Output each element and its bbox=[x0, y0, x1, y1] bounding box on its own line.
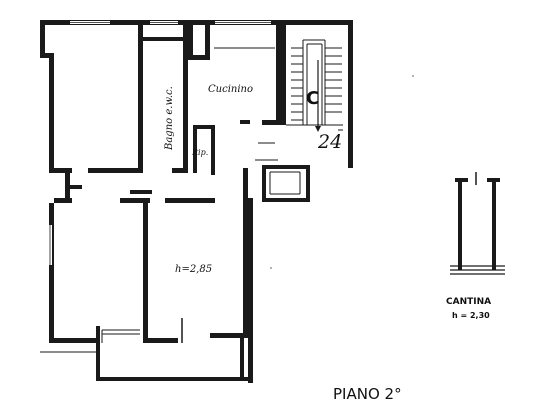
bathroom: Bagno e.w.c. bbox=[143, 21, 188, 173]
living-height-label: h=2,85 bbox=[175, 264, 212, 275]
staircase: C 24 bbox=[281, 25, 343, 153]
storage-label: Rip. bbox=[191, 148, 208, 157]
cellar-plan: CANTINA h = 2,30 bbox=[446, 172, 505, 320]
bedroom-lower bbox=[48, 203, 148, 343]
living-room: h=2,85 bbox=[148, 264, 248, 343]
cellar-title: CANTINA bbox=[446, 297, 491, 307]
stair-letter: C bbox=[306, 88, 319, 109]
storage-closet: Rip. bbox=[191, 125, 215, 175]
kitchenette: Cucinino bbox=[188, 21, 281, 125]
bedroom-upper bbox=[54, 21, 143, 173]
corridor bbox=[54, 142, 278, 203]
floor-label: PIANO 2° bbox=[333, 385, 402, 401]
shaft bbox=[262, 165, 310, 202]
unit-number: 24 bbox=[317, 131, 342, 153]
outer-walls bbox=[40, 20, 353, 383]
cellar-height: h = 2,30 bbox=[452, 311, 490, 320]
kitchenette-label: Cucinino bbox=[208, 84, 253, 95]
balcony bbox=[40, 326, 248, 381]
bathroom-label: Bagno e.w.c. bbox=[164, 86, 175, 151]
stair-treads bbox=[291, 39, 342, 132]
